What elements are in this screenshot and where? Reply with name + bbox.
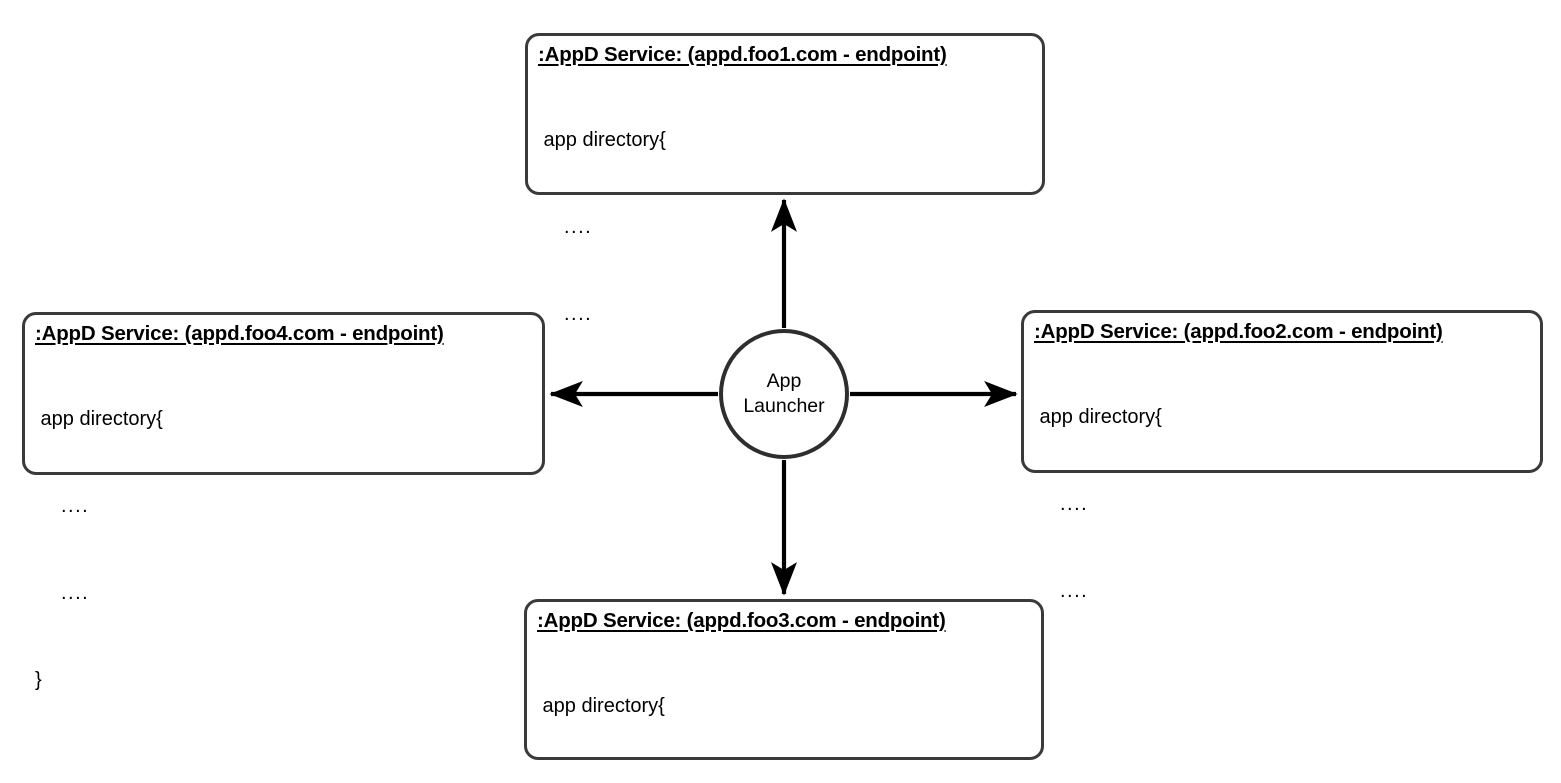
app-launcher-label: App Launcher [743, 369, 824, 419]
app-launcher-node[interactable]: App Launcher [719, 329, 849, 459]
service-node-foo3-body: app directory{ .... .... } [537, 634, 1031, 783]
service-node-foo3[interactable]: :AppD Service: (appd.foo3.com - endpoint… [524, 599, 1044, 783]
service-node-foo2-body: app directory{ .... .... } [1034, 345, 1530, 751]
service-node-foo2-title: :AppD Service: (appd.foo2.com - endpoint… [1034, 320, 1443, 343]
service-node-foo1-body: app directory{ .... .... } [538, 68, 1032, 474]
code-line: .... [61, 581, 90, 604]
code-line: .... [61, 494, 90, 517]
code-line: app directory{ [1034, 405, 1162, 428]
code-line: app directory{ [538, 128, 666, 151]
service-node-foo4[interactable]: :AppD Service: (appd.foo4.com - endpoint… [22, 312, 545, 691]
app-launcher-label-line2: Launcher [743, 395, 825, 417]
service-node-foo3-title: :AppD Service: (appd.foo3.com - endpoint… [537, 609, 946, 632]
code-line: } [1034, 664, 1530, 693]
code-line: .... [537, 779, 1031, 783]
code-line: .... [1060, 492, 1089, 515]
service-node-foo2[interactable]: :AppD Service: (appd.foo2.com - endpoint… [1021, 310, 1543, 689]
service-node-foo1-title: :AppD Service: (appd.foo1.com - endpoint… [538, 43, 947, 66]
code-line: .... [564, 215, 593, 238]
service-node-foo1[interactable]: :AppD Service: (appd.foo1.com - endpoint… [525, 33, 1045, 412]
service-node-foo4-title: :AppD Service: (appd.foo4.com - endpoint… [35, 322, 444, 345]
code-line: } [35, 668, 42, 691]
code-line: .... [564, 302, 593, 325]
code-line: app directory{ [35, 407, 163, 430]
service-node-foo4-body: app directory{ .... .... } [35, 347, 532, 753]
code-line: .... [1060, 579, 1089, 602]
code-line: app directory{ [537, 694, 665, 717]
app-launcher-label-line1: App [766, 370, 802, 393]
